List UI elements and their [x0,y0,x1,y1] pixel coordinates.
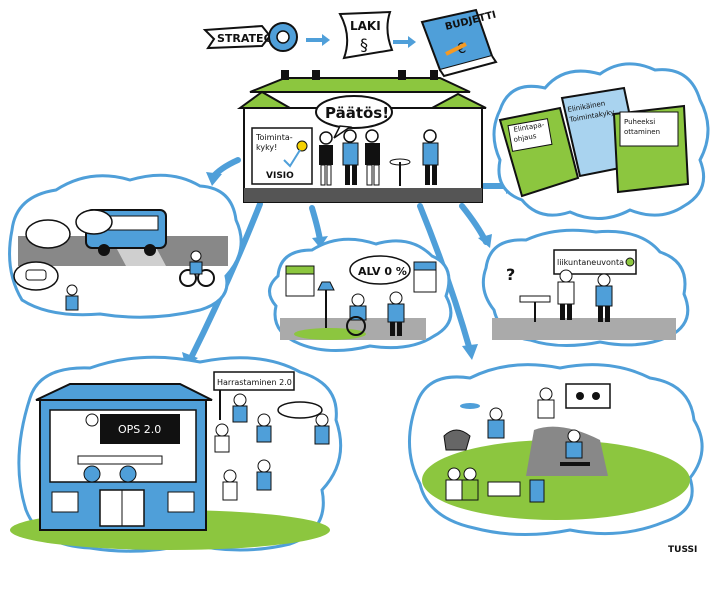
park-bench [488,482,520,496]
thought-bubble-bus [26,220,70,248]
traffic-cloud [10,175,242,317]
apple-icon [626,258,634,266]
sun-icon [297,141,307,151]
strategy-key: STRATEGIA [205,23,297,51]
board-left-text-2: kyky! [256,143,277,152]
law-scroll: LAKI § [340,12,392,58]
law-label: LAKI [350,19,381,33]
signature-text: TUSSI [668,545,697,555]
top-flow: STRATEGIA LAKI § BUDJETTI € [205,10,497,76]
book-right-line2: ottaminen [624,128,660,136]
house-roof [250,78,470,92]
question-mark: ? [506,265,515,284]
board-left-text-1: Toiminta- [255,133,293,142]
gym-cloud: ALV 0 % [269,239,450,350]
center-house: Toiminta- kyky! VISIO Päätös! [240,70,486,202]
speech-text: Päätös! [325,104,389,122]
book-right-line1: Puheeksi [624,118,655,126]
frisbee-icon [460,403,480,409]
thought-bubble-bike [76,210,112,234]
signature: TUSSI [668,545,697,555]
skateboard-icon [560,462,590,466]
law-symbol: § [360,35,368,54]
video-screen [566,384,610,408]
school-board-text: OPS 2.0 [118,423,161,436]
budget-book: BUDJETTI € [422,10,497,76]
school-cloud: OPS 2.0 Harrastaminen 2.0 [10,357,341,551]
park-cloud [409,365,702,535]
alv-text: ALV 0 % [358,265,407,278]
trash-bin-icon [530,480,544,502]
dog-icon [444,430,470,450]
books-cloud: Elintapa- ohjaus Elinikäinen Toimintakyk… [494,64,708,219]
hobby-sign-text: Harrastaminen 2.0 [217,378,292,387]
clock-icon [86,414,98,426]
board-vision-text: VISIO [266,171,294,181]
counseling-board-text: liikuntaneuvonta [557,258,624,267]
counseling-cloud: liikuntaneuvonta ? [483,230,687,345]
